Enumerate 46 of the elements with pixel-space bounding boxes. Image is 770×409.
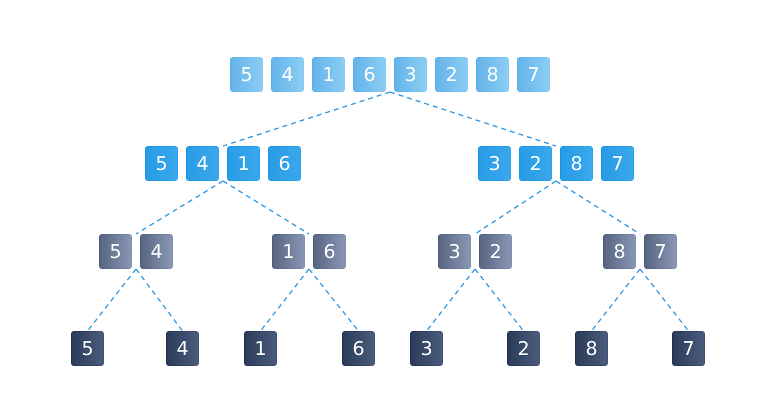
number-tile: 8 — [603, 234, 636, 269]
number-tile: 4 — [166, 331, 199, 366]
number-tile: 7 — [601, 146, 634, 181]
dashed-connector — [474, 180, 556, 235]
dashed-connector — [426, 268, 476, 332]
number-tile: 2 — [519, 146, 552, 181]
number-tile: 5 — [71, 331, 104, 366]
number-tile: 2 — [507, 331, 540, 366]
dashed-connector — [474, 268, 524, 332]
number-tile: 2 — [435, 57, 468, 92]
number-tile: 3 — [410, 331, 443, 366]
number-tile: 3 — [438, 234, 471, 269]
number-tile: 4 — [140, 234, 173, 269]
number-tile: 8 — [575, 331, 608, 366]
dashed-connector — [260, 268, 310, 332]
dashed-connector — [136, 180, 224, 235]
number-tile: 7 — [672, 331, 705, 366]
dashed-connector — [86, 268, 137, 332]
dashed-connector — [308, 268, 360, 332]
number-tile: 1 — [244, 331, 277, 366]
dashed-connector — [556, 180, 640, 235]
number-tile: 5 — [99, 234, 132, 269]
number-tile: 4 — [271, 57, 304, 92]
number-tile: 1 — [312, 57, 345, 92]
number-tile: 6 — [353, 57, 386, 92]
number-tile: 5 — [230, 57, 263, 92]
number-tile: 2 — [479, 234, 512, 269]
number-tile: 1 — [227, 146, 260, 181]
number-tile: 1 — [272, 234, 305, 269]
number-tile: 8 — [560, 146, 593, 181]
dashed-connector — [222, 91, 390, 147]
number-tile: 6 — [313, 234, 346, 269]
dashed-connector — [222, 180, 310, 235]
number-tile: 3 — [478, 146, 511, 181]
number-tile: 8 — [476, 57, 509, 92]
dashed-connector — [390, 91, 556, 147]
dashed-connector — [639, 268, 690, 332]
number-tile: 3 — [394, 57, 427, 92]
number-tile: 6 — [268, 146, 301, 181]
number-tile: 4 — [186, 146, 219, 181]
number-tile: 6 — [342, 331, 375, 366]
dashed-connector — [590, 268, 641, 332]
number-tile: 7 — [644, 234, 677, 269]
number-tile: 7 — [517, 57, 550, 92]
number-tile: 5 — [145, 146, 178, 181]
dashed-connector — [135, 268, 184, 332]
